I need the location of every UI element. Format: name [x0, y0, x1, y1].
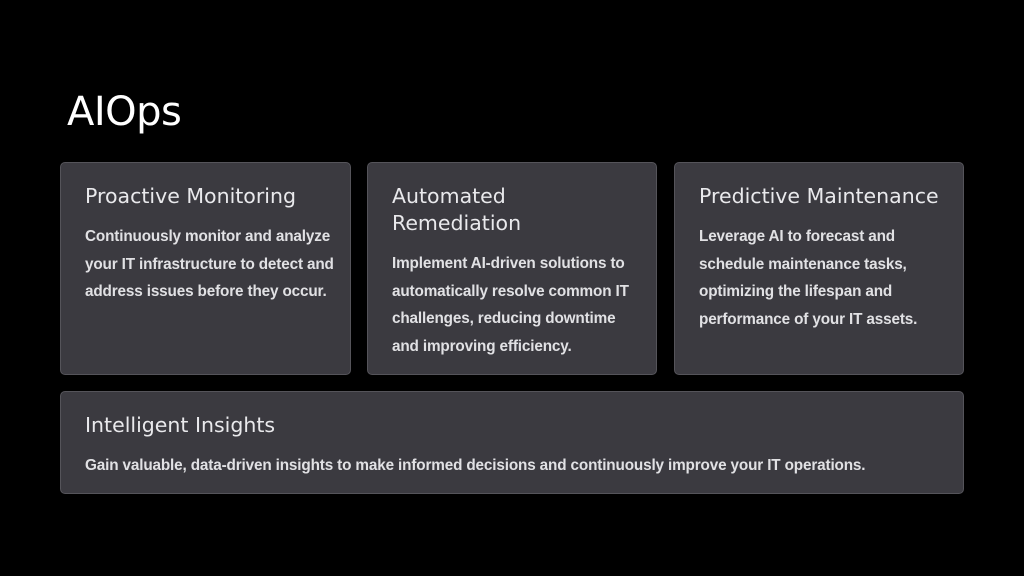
card-description: Continuously monitor and analyze your IT… [85, 228, 334, 301]
slide-title: AIOps [67, 89, 182, 135]
card-heading: Proactive Monitoring [85, 184, 296, 208]
card-heading: Intelligent Insights [85, 413, 276, 437]
card-heading: Automated Remediation [392, 184, 522, 235]
card-predictive-maintenance: Predictive Maintenance Leverage AI to fo… [674, 162, 964, 375]
card-description: Implement AI-driven solutions to automat… [392, 255, 629, 355]
card-intelligent-insights: Intelligent Insights Gain valuable, data… [60, 391, 964, 494]
card-description: Gain valuable, data-driven insights to m… [85, 457, 866, 474]
card-description: Leverage AI to forecast and schedule mai… [699, 228, 918, 328]
card-heading: Predictive Maintenance [699, 184, 939, 208]
card-automated-remediation: Automated Remediation Implement AI-drive… [367, 162, 657, 375]
card-proactive-monitoring: Proactive Monitoring Continuously monito… [60, 162, 351, 375]
